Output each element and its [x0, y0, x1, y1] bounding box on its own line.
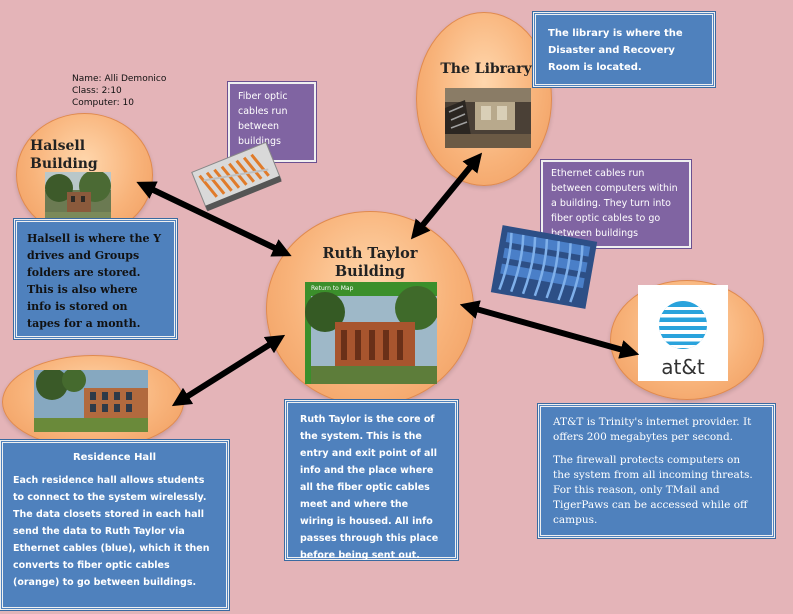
- halsell-description: Halsell is where the Y drives and Groups…: [13, 218, 178, 340]
- library-description: The library is where the Disaster and Re…: [532, 11, 716, 88]
- student-name: Name: Alli Demonico: [72, 74, 167, 84]
- residence-photo: [34, 370, 148, 432]
- student-class: Class: 2:10: [72, 86, 122, 96]
- residence-hall-heading: Residence Hall: [72, 452, 157, 463]
- halsell-title: Halsell Building: [30, 138, 98, 172]
- halsell-photo: [45, 172, 111, 218]
- att-wordmark: at&t: [661, 355, 705, 379]
- arrow-residence-ruth-taylor: [171, 334, 286, 407]
- residence-description-box: Residence Hall Each residence hall allow…: [0, 439, 230, 611]
- att-description-box: AT&T is Trinity's internet provider. It …: [537, 403, 776, 539]
- att-globe-icon: [659, 301, 707, 349]
- att-description-2: The firewall protects computers on the s…: [553, 454, 753, 526]
- ruth-taylor-title: Ruth Taylor Building: [322, 245, 418, 280]
- student-computer: Computer: 10: [72, 98, 134, 108]
- arrow-halsell-ruth-taylor: [136, 181, 292, 257]
- att-description-1: AT&T is Trinity's internet provider. It …: [553, 416, 752, 443]
- arrow-ruth-taylor-library: [410, 152, 483, 240]
- ethernet-note: Ethernet cables run between computers wi…: [540, 159, 692, 249]
- ethernet-cable-photo: [488, 225, 600, 309]
- arrow-ruth-taylor-att: [459, 300, 640, 359]
- student-info: Name: Alli Demonico Class: 2:10 Computer…: [72, 73, 166, 109]
- ruth-taylor-photo: Return to Map: [305, 282, 437, 384]
- library-photo: [445, 88, 531, 148]
- library-title: The Library: [440, 61, 532, 77]
- att-logo: at&t: [638, 285, 728, 381]
- return-to-map-link[interactable]: Return to Map: [311, 285, 354, 292]
- residence-description: Each residence hall allows students to c…: [13, 475, 210, 588]
- ruth-taylor-description: Ruth Taylor is the core of the system. T…: [284, 399, 459, 561]
- fiber-note: Fiber optic cables run between buildings: [227, 81, 317, 163]
